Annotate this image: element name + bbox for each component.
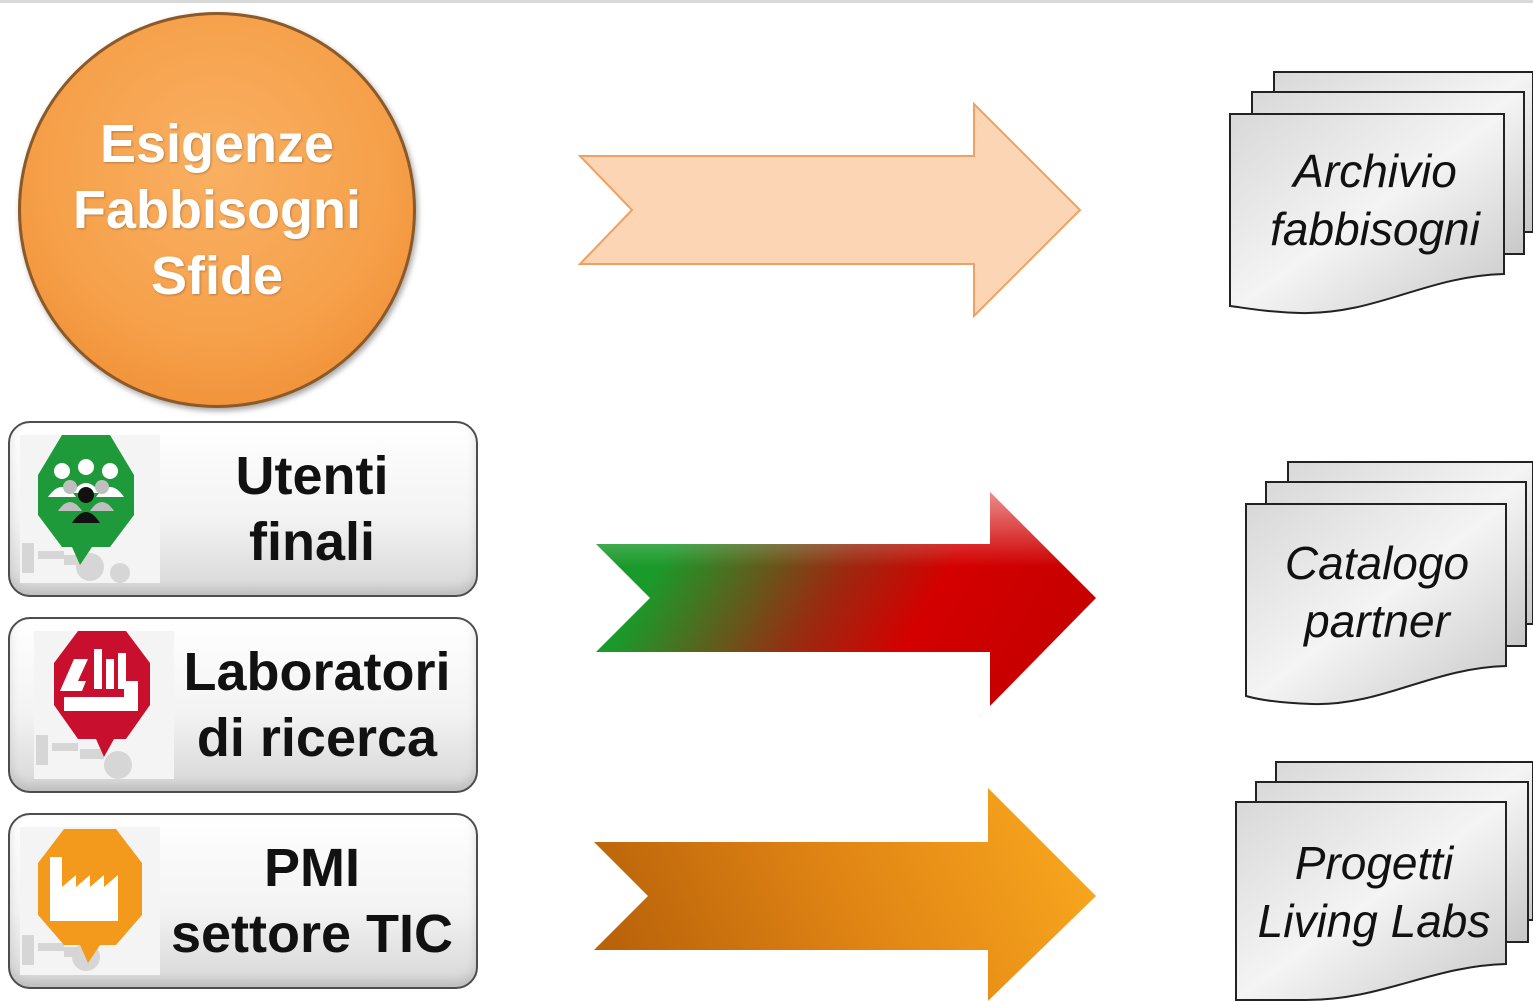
document-line-2: partner	[1304, 595, 1450, 647]
document-line-2: fabbisogni	[1270, 203, 1480, 255]
actor-line-2: di ricerca	[196, 708, 438, 768]
users-group-icon	[20, 435, 160, 583]
arrow-orange	[594, 788, 1096, 1001]
actor-card-sme: PMI settore TIC	[8, 813, 478, 989]
arrow-needs-to-archive	[577, 101, 1082, 319]
actor-line-1: Utenti	[235, 446, 389, 506]
document-archive: Archivio fabbisogni	[1226, 70, 1533, 320]
document-catalog: Catalogo partner	[1242, 460, 1533, 710]
arrow-green-red	[596, 492, 1096, 706]
microscope-icon	[34, 631, 174, 779]
factory-icon	[20, 827, 160, 975]
document-line-1: Archivio	[1293, 145, 1457, 197]
actor-line-1: PMI	[263, 838, 360, 898]
actor-line-1: Laboratori	[183, 642, 451, 702]
circle-line-3: Sfide	[150, 246, 284, 306]
actor-label: Laboratori di ricerca	[170, 629, 464, 781]
actor-line-2: settore TIC	[170, 904, 454, 964]
actor-label: PMI settore TIC	[160, 825, 464, 977]
document-line-2: Living Labs	[1257, 895, 1491, 947]
actor-label: Utenti finali	[160, 433, 464, 585]
document-line-1: Progetti	[1294, 837, 1454, 889]
circle-line-1: Esigenze	[99, 114, 335, 174]
needs-circle: Esigenze Fabbisogni Sfide	[18, 12, 416, 408]
actor-card-users: Utenti finali	[8, 421, 478, 597]
actor-line-2: finali	[248, 512, 375, 572]
circle-line-2: Fabbisogni	[73, 180, 361, 240]
document-line-1: Catalogo	[1284, 537, 1470, 589]
top-divider	[0, 0, 1533, 3]
actor-card-labs: Laboratori di ricerca	[8, 617, 478, 793]
document-projects: Progetti Living Labs	[1232, 760, 1533, 1001]
